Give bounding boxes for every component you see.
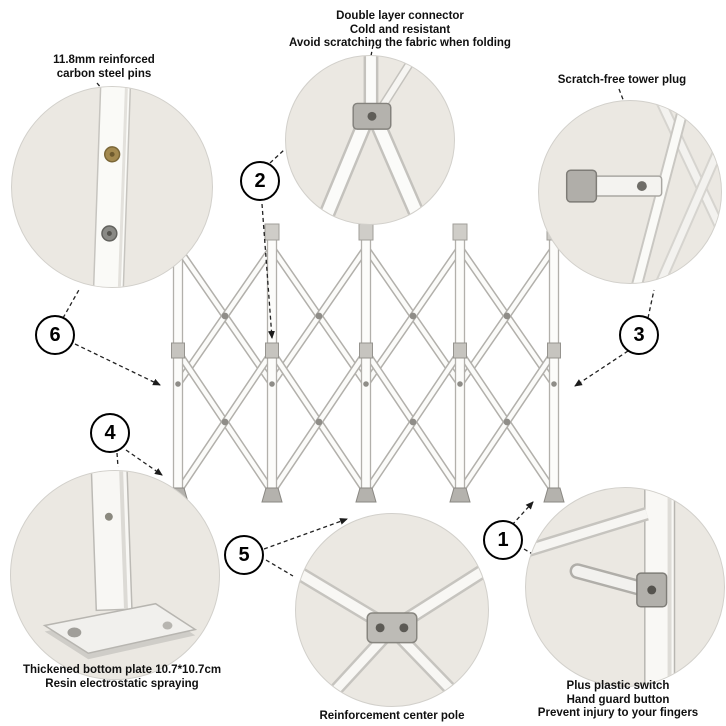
badge-2: 2 [240,161,280,201]
badge-1: 1 [483,520,523,560]
badge-4: 4 [90,413,130,453]
badge-5: 5 [224,535,264,575]
caption-line: Scratch-free tower plug [557,74,687,86]
caption-line: Cold and resistant [349,23,451,36]
caption-line: Plus plastic switch [566,680,670,692]
caption-line: Reinforcement center pole [319,710,465,722]
badge-number: 5 [238,543,250,566]
badge-number: 3 [633,323,645,346]
caption-line: Thickened bottom plate 10.7*10.7cm [22,664,222,676]
frame-legs [167,223,565,503]
caption-line: Avoid scratching the fabric when folding [289,37,511,49]
bottom-plate-photo [42,471,198,660]
steel-pins-photo [92,87,132,287]
caption-line: Resin electrostatic spraying [45,677,199,690]
caption-tower-plug: Scratch-free tower plug [520,74,724,88]
badge-3: 3 [619,315,659,355]
badge-number: 4 [104,421,116,444]
caption-line: Prevent injury to your fingers [537,707,699,719]
plastic-switch-photo [526,488,676,686]
caption-line: carbon steel pins [56,67,152,80]
detail-circle-double-layer-connector [285,55,455,225]
detail-circle-tower-plug [538,100,722,284]
caption-steel-pins: 11.8mm reinforced carbon steel pins [14,54,194,81]
caption-line: 11.8mm reinforced [53,54,155,66]
annotation-lines [62,44,655,577]
caption-center-pole: Reinforcement center pole [288,710,496,724]
caption-line: Hand guard button [566,693,670,706]
caption-plastic-switch: Plus plastic switch Hand guard button Pr… [510,680,726,721]
tower-plug-photo [565,101,721,283]
detail-circle-center-pole [295,513,489,707]
frame-bolts [175,312,557,426]
badge-number: 6 [49,323,61,346]
caption-line: Double layer connector [336,10,464,22]
detail-circle-bottom-plate [10,470,220,680]
center-pole-photo [296,559,488,706]
badge-number: 1 [497,528,509,551]
double-layer-connector-photo [315,56,429,224]
detail-circle-steel-pins [11,86,213,288]
badge-6: 6 [35,315,75,355]
detail-circle-plastic-switch [525,487,725,687]
caption-double-layer-connector: Double layer connector Cold and resistan… [248,10,552,51]
caption-bottom-plate: Thickened bottom plate 10.7*10.7cm Resin… [8,664,236,691]
badge-number: 2 [254,169,266,192]
